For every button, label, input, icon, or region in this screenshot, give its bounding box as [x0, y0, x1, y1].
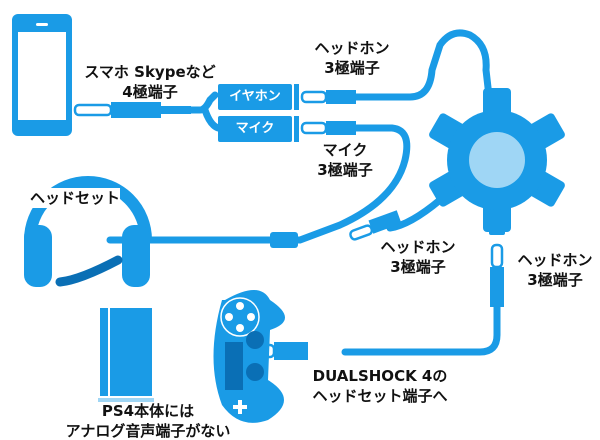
- headphone-cable: [341, 29, 494, 109]
- dualshock-label: DUALSHOCK 4のヘッドセット端子へ: [312, 367, 448, 405]
- mic-cable: [106, 124, 411, 244]
- dualshock-controller-icon: [213, 290, 285, 423]
- splitter-earphone-label: イヤホン: [229, 89, 281, 104]
- splitter-mic-label: マイク: [235, 121, 275, 136]
- controller-cable: [341, 296, 501, 356]
- cables: [106, 29, 501, 356]
- headset-icon: [24, 176, 152, 287]
- ps4-label: PS4本体にはアナログ音声端子がない: [65, 402, 231, 440]
- splitter-icon: [218, 84, 299, 142]
- hub-icon: [429, 88, 565, 232]
- splitter-cable: [146, 91, 222, 132]
- four-pole-plug-icon: [73, 102, 191, 118]
- smartphone-icon: [12, 14, 72, 136]
- ps4-console-icon: [98, 308, 154, 402]
- headset-label: ヘッドセット: [29, 188, 121, 208]
- cable-clip: [270, 232, 298, 248]
- hub-cable-left: [386, 196, 444, 232]
